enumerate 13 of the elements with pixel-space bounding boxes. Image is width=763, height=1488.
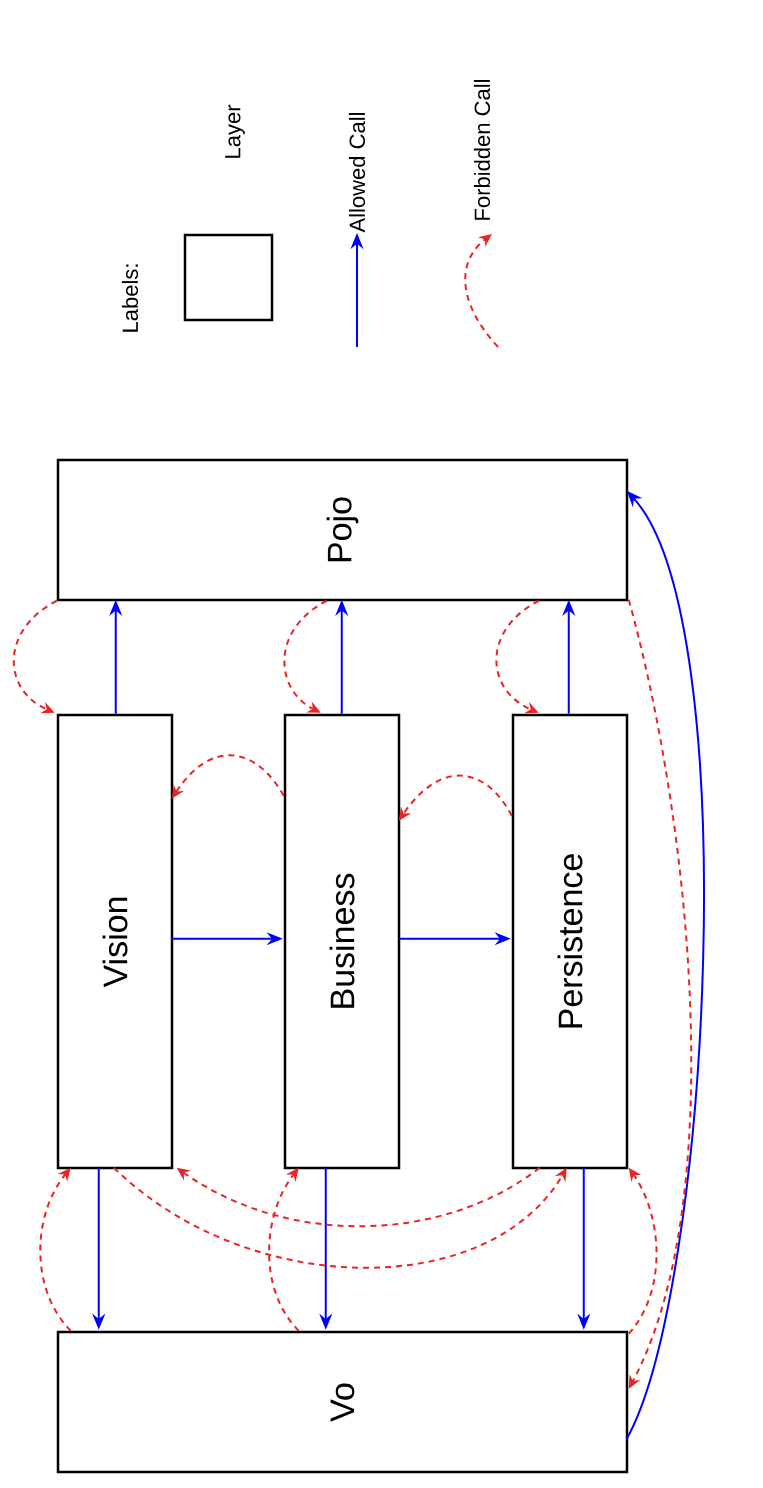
legend-heading: Labels: bbox=[121, 264, 139, 332]
layer-box: Vision bbox=[56, 713, 174, 1170]
layer-box: Persistence bbox=[511, 713, 629, 1170]
arrow bbox=[12, 599, 58, 714]
layer-box: Pojo bbox=[56, 458, 629, 602]
arrow bbox=[495, 599, 540, 714]
arrow bbox=[283, 599, 328, 713]
arrow bbox=[112, 1166, 567, 1269]
legend-label: Forbidden Call bbox=[473, 80, 491, 220]
layer-box: Vo bbox=[56, 1330, 629, 1474]
legend-label: Layer bbox=[225, 104, 245, 158]
legend-label: Allowed Call bbox=[348, 113, 366, 233]
layer-box: Business bbox=[283, 713, 401, 1170]
